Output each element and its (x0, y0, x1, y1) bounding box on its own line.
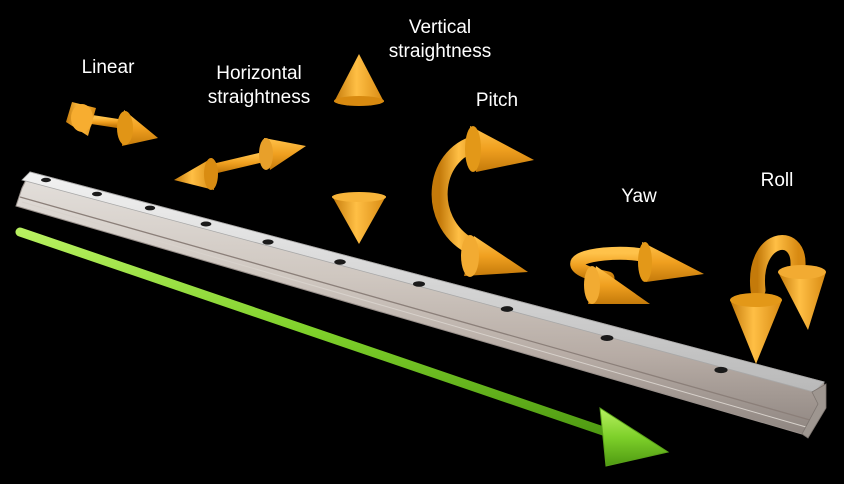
green-travel-arrow-icon (15, 227, 670, 467)
linear-arrow-icon (66, 102, 158, 146)
yaw-arrow-icon (570, 242, 704, 304)
yaw-label-line-1: Yaw (621, 186, 657, 207)
roll-label: Roll (746, 169, 808, 193)
rail-mounting-holes (41, 177, 728, 374)
pitch-label-line-1: Pitch (475, 90, 519, 111)
yaw-label: Yaw (608, 185, 670, 209)
horizontal-straightness-label: Horizontal straightness (192, 62, 326, 110)
horizontal-straightness-label-line-1: Horizontal (216, 63, 302, 84)
linear-label: Linear (72, 56, 144, 80)
pitch-label: Pitch (462, 89, 532, 113)
vertical-straightness-arrow-icon (332, 54, 386, 244)
vertical-straightness-label: Vertical straightness (376, 16, 504, 64)
vertical-straightness-label-line-1: Vertical (408, 17, 472, 38)
horizontal-straightness-arrow-icon (174, 138, 306, 190)
roll-label-line-1: Roll (760, 170, 794, 191)
horizontal-straightness-label-line-2: straightness (207, 87, 311, 108)
pitch-arrow-icon (431, 126, 534, 277)
linear-guide-rail (15, 171, 827, 439)
roll-arrow-icon (730, 235, 826, 364)
linear-label-line-1: Linear (81, 57, 135, 78)
vertical-straightness-label-line-2: straightness (388, 41, 492, 62)
